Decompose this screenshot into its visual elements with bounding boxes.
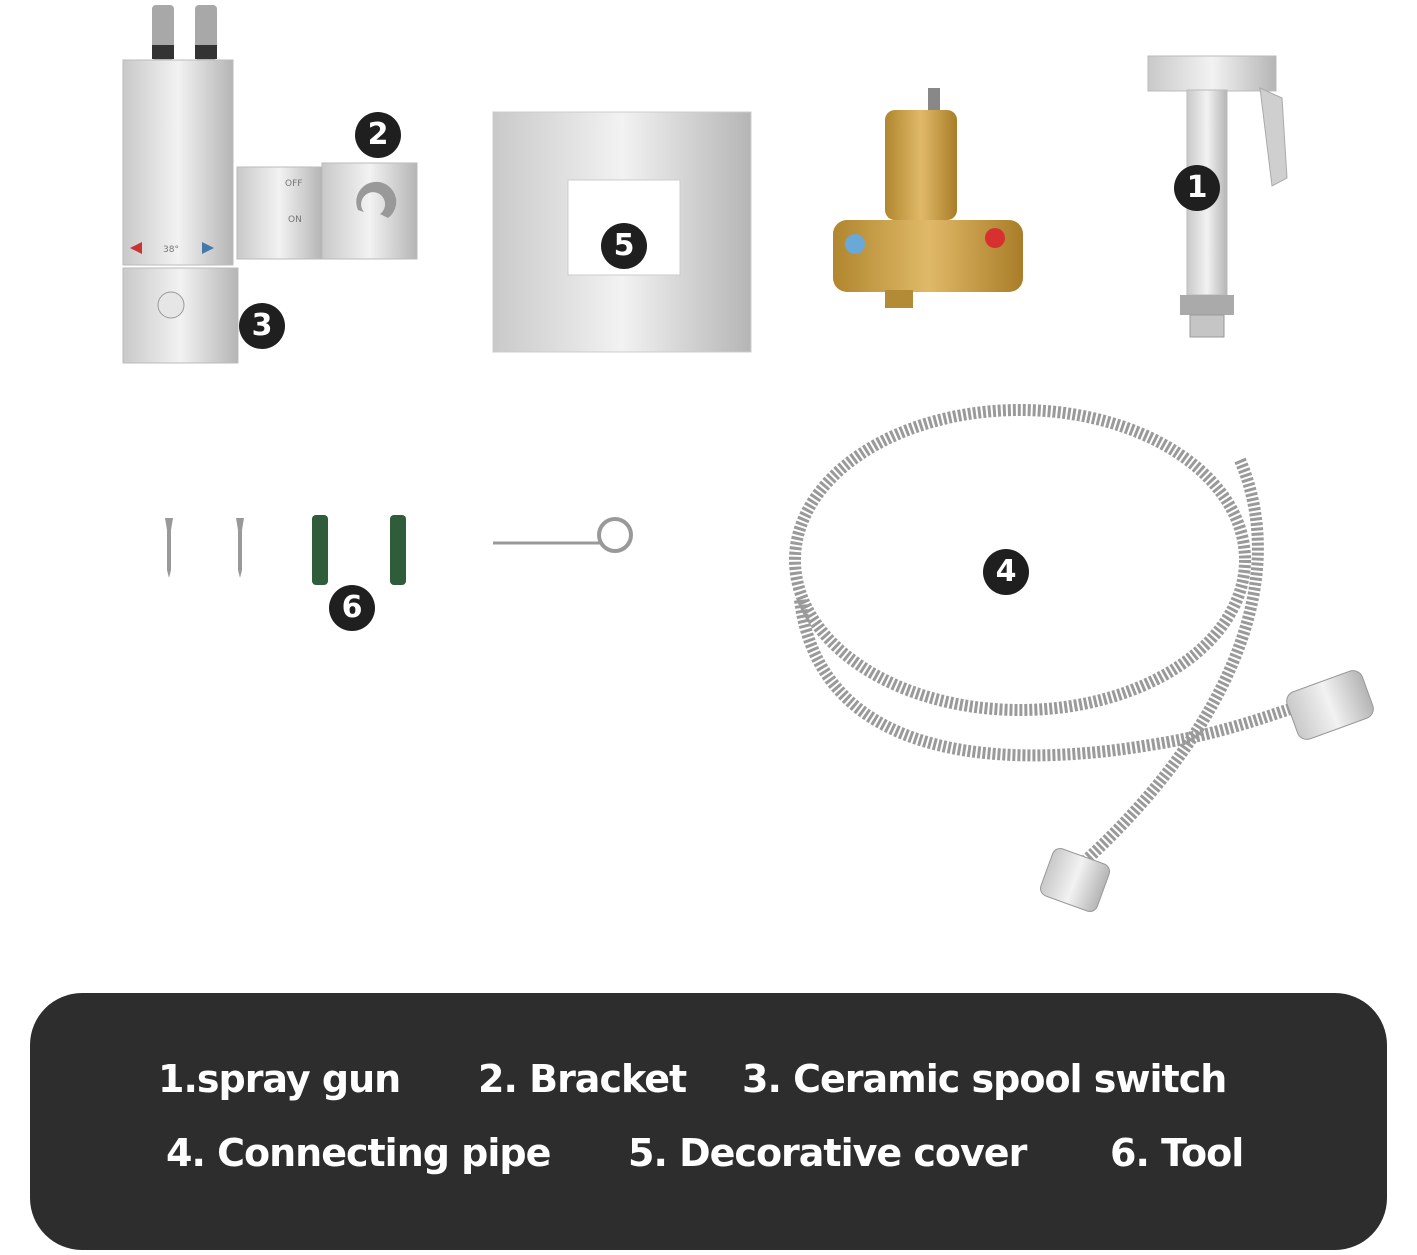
off-marking: OFF	[285, 179, 302, 189]
parts-legend: 1.spray gun 2. Bracket 3. Ceramic spool …	[30, 993, 1387, 1250]
hose-nut-start	[1040, 848, 1110, 912]
legend-item-bracket: 2. Bracket	[478, 1057, 687, 1101]
temperature-marking: 38°	[163, 245, 179, 255]
tool-kit	[165, 515, 633, 585]
badge-6: 6	[329, 585, 375, 631]
badge-3: 3	[239, 303, 285, 349]
legend-item-connecting-pipe: 4. Connecting pipe	[166, 1131, 551, 1175]
connecting-pipe	[789, 404, 1331, 875]
legend-row-1: 1.spray gun 2. Bracket 3. Ceramic spool …	[30, 1057, 1387, 1107]
badge-2: 2	[355, 112, 401, 158]
legend-item-spray-gun: 1.spray gun	[158, 1057, 401, 1101]
thermostatic-switch-body: 38°	[122, 5, 239, 364]
legend-item-decorative-cover: 5. Decorative cover	[628, 1131, 1027, 1175]
brass-valve-cartridge	[833, 88, 1023, 308]
on-marking: ON	[288, 215, 302, 225]
legend-row-2: 4. Connecting pipe 5. Decorative cover 6…	[30, 1131, 1387, 1181]
legend-item-ceramic-spool-switch: 3. Ceramic spool switch	[742, 1057, 1227, 1101]
hose-nut-end	[1286, 670, 1374, 740]
badge-4: 4	[983, 549, 1029, 595]
legend-item-tool: 6. Tool	[1110, 1131, 1244, 1175]
badge-5: 5	[601, 223, 647, 269]
badge-1: 1	[1174, 165, 1220, 211]
product-illustration: 38° OFF ON	[122, 5, 1374, 912]
bracket: OFF ON	[236, 162, 418, 260]
